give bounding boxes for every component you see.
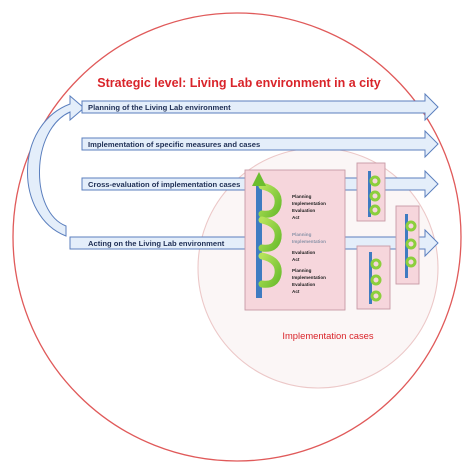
arrow-planning: [81, 92, 439, 122]
cycle-step-implementation: Implementation: [292, 201, 326, 206]
diagram-title: Strategic level: Living Lab environment …: [97, 76, 380, 90]
arrow-label-acting: Acting on the Living Lab environment: [88, 239, 225, 248]
implementation-cases-label: Implementation cases: [282, 330, 374, 341]
arrow-label-implementation: Implementation of specific measures and …: [88, 140, 260, 149]
cycle-step-act: Act: [292, 257, 300, 262]
cycle-step-act: Act: [292, 215, 300, 220]
cycle-step-planning: Planning: [292, 268, 312, 273]
cycle-step-implementation: Implementation: [292, 239, 326, 244]
arrow-label-planning: Planning of the Living Lab environment: [88, 103, 231, 112]
cycle-step-evaluation: Evaluation: [292, 208, 315, 213]
cycle-step-evaluation: Evaluation: [292, 282, 315, 287]
cycle-icon-small-top: [368, 171, 381, 217]
cycle-step-planning: Planning: [292, 194, 312, 199]
feedback-curve-arrow: [27, 94, 85, 237]
cycle-step-act: Act: [292, 289, 300, 294]
cycle-step-implementation: Implementation: [292, 275, 326, 280]
cycle-icon-small-right: [405, 214, 417, 278]
cycle-step-planning: Planning: [292, 232, 312, 237]
arrow-label-cross-evaluation: Cross-evaluation of implementation cases: [88, 180, 240, 189]
cycle-icon-small-bottom: [369, 252, 382, 304]
cycle-step-evaluation: Evaluation: [292, 250, 315, 255]
arrow-implementation: [81, 129, 439, 159]
cycle-icon: [252, 172, 282, 298]
